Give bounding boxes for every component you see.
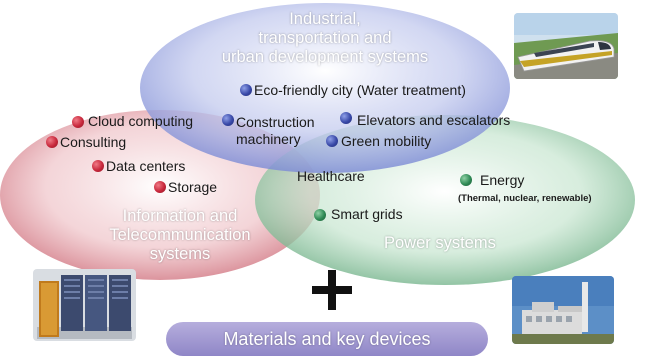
power-plant-photo <box>512 276 614 344</box>
power-title: Power systems <box>384 234 496 253</box>
bullet-icon <box>314 209 326 221</box>
bullet-icon <box>154 181 166 193</box>
bullet-icon <box>240 84 252 96</box>
industrial-title-line-1: Industrial, <box>289 10 361 28</box>
item-energy: Energy <box>480 172 525 188</box>
industrial-title: Industrial, transportation and urban dev… <box>190 10 460 67</box>
item-healthcare: Healthcare <box>297 168 365 184</box>
train-photo <box>514 13 618 79</box>
bullet-icon <box>92 160 104 172</box>
circle-industrial <box>140 3 510 173</box>
industrial-title-line-3: urban development systems <box>221 48 429 66</box>
item-consulting: Consulting <box>60 134 127 150</box>
bullet-icon <box>222 114 234 126</box>
server-rack-photo <box>33 269 136 341</box>
bullet-icon <box>72 116 84 128</box>
info-title-line-1: Information and <box>122 207 238 225</box>
materials-banner: Materials and key devices <box>166 322 488 356</box>
item-storage: Storage <box>168 179 218 195</box>
plus-icon <box>312 270 352 310</box>
industrial-title-line-2: transportation and <box>258 29 392 47</box>
item-cloud: Cloud computing <box>88 113 194 129</box>
bullet-icon <box>460 174 472 186</box>
item-energy-detail: (Thermal, nuclear, renewable) <box>458 193 592 204</box>
power-title-line-1: Power systems <box>384 234 496 252</box>
info-title-line-2: Telecommunication <box>109 226 251 244</box>
item-green-mobility: Green mobility <box>341 133 432 149</box>
item-eco-city: Eco-friendly city (Water treatment) <box>254 82 466 98</box>
item-elevators: Elevators and escalators <box>357 112 511 128</box>
bullet-icon <box>46 136 58 148</box>
info-title: Information and Telecommunication system… <box>80 207 280 264</box>
item-construction-line-1: Construction <box>236 114 315 130</box>
bullet-icon <box>326 135 338 147</box>
item-data-centers: Data centers <box>106 158 186 174</box>
item-smart-grids: Smart grids <box>331 206 403 222</box>
item-construction-line-2: machinery <box>236 131 301 147</box>
bullet-icon <box>340 112 352 124</box>
info-title-line-3: systems <box>149 245 211 263</box>
